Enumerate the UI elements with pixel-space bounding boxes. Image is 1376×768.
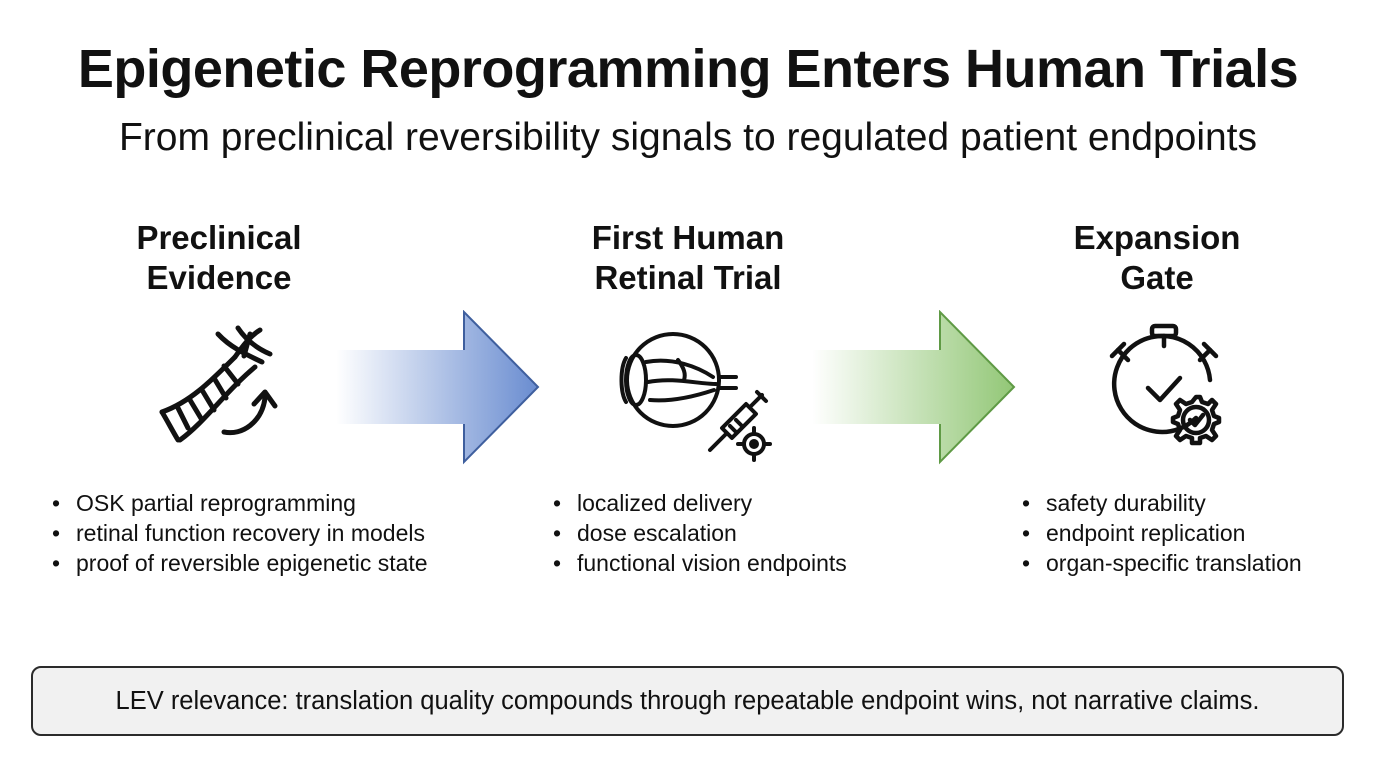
eye-injection-icon xyxy=(619,332,772,462)
page-subtitle: From preclinical reversibility signals t… xyxy=(118,116,1258,159)
list-item: functional vision endpoints xyxy=(551,548,847,578)
stage-title-line2: Retinal Trial xyxy=(594,259,782,296)
stage-bullets: safety durability endpoint replication o… xyxy=(1020,488,1302,578)
stage-bullets: localized delivery dose escalation funct… xyxy=(551,488,847,578)
list-item: OSK partial reprogramming xyxy=(50,488,428,518)
stage-title: Preclinical Evidence xyxy=(69,218,369,298)
list-item: safety durability xyxy=(1020,488,1302,518)
stage-title: First Human Retinal Trial xyxy=(538,218,838,298)
stage-bullets: OSK partial reprogramming retinal functi… xyxy=(50,488,428,578)
stage-title-line2: Gate xyxy=(1120,259,1194,296)
list-item: endpoint replication xyxy=(1020,518,1302,548)
flow-arrow-icon xyxy=(336,310,540,465)
list-item: dose escalation xyxy=(551,518,847,548)
stage-title-line1: First Human xyxy=(591,219,785,256)
list-item: proof of reversible epigenetic state xyxy=(50,548,428,578)
dna-reversal-icon xyxy=(159,325,278,443)
page-title: Epigenetic Reprogramming Enters Human Tr… xyxy=(77,39,1299,99)
stage-title: Expansion Gate xyxy=(1007,218,1307,298)
stopwatch-gear-icon xyxy=(1109,323,1222,446)
stage-title-line1: Preclinical xyxy=(136,219,302,256)
stage-title-line1: Expansion xyxy=(1073,219,1241,256)
list-item: localized delivery xyxy=(551,488,847,518)
stage-title-line2: Evidence xyxy=(146,259,292,296)
list-item: organ-specific translation xyxy=(1020,548,1302,578)
flow-arrow-icon xyxy=(812,310,1016,465)
lev-relevance-callout: LEV relevance: translation quality compo… xyxy=(31,666,1344,736)
callout-text: LEV relevance: translation quality compo… xyxy=(115,686,1260,715)
list-item: retinal function recovery in models xyxy=(50,518,428,548)
